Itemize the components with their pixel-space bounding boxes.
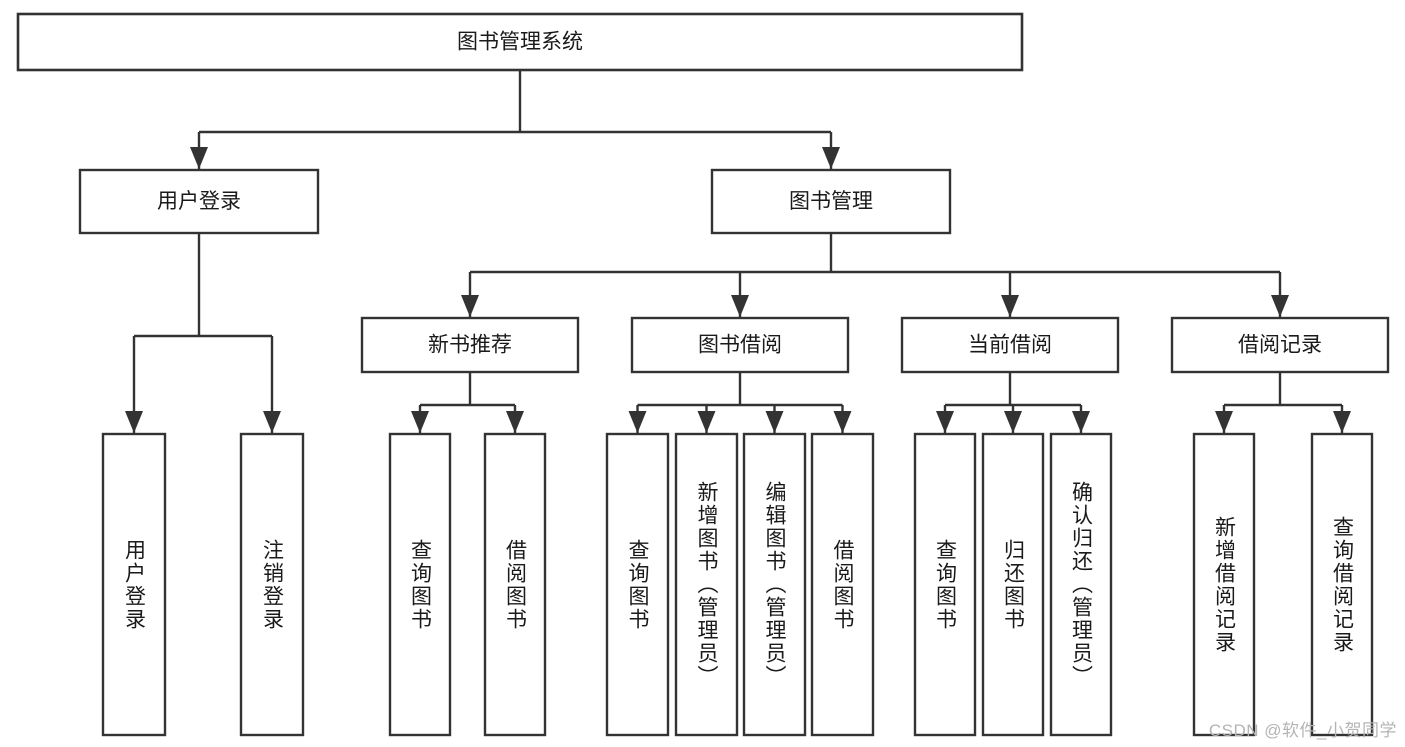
- node-box-borrow-record[interactable]: [1170, 316, 1390, 374]
- node-box-bb-edit-book[interactable]: [742, 432, 807, 737]
- arrow-head-icon: [190, 147, 208, 169]
- connectors-layer: [125, 70, 1351, 433]
- node-box-book-management[interactable]: [710, 168, 952, 235]
- node-label-book-management: 图书管理: [789, 190, 873, 213]
- node-label-root: 图书管理系统: [457, 31, 583, 54]
- arrow-head-icon: [1001, 295, 1019, 317]
- node-box-root[interactable]: [16, 12, 1024, 72]
- node-box-cb-query-book[interactable]: [913, 432, 977, 737]
- arrow-head-icon: [731, 295, 749, 317]
- boxes-layer: [16, 12, 1390, 737]
- node-box-new-book-recommend[interactable]: [360, 316, 580, 374]
- node-box-user-login-leaf[interactable]: [101, 432, 167, 737]
- arrow-head-icon: [506, 411, 524, 433]
- node-box-bb-borrow-book[interactable]: [810, 432, 875, 737]
- node-box-user-logout-leaf[interactable]: [239, 432, 305, 737]
- node-box-book-borrow[interactable]: [630, 316, 850, 374]
- node-box-br-add-record[interactable]: [1192, 432, 1256, 737]
- node-box-bb-add-book[interactable]: [674, 432, 739, 737]
- node-box-br-query-record[interactable]: [1310, 432, 1374, 737]
- arrow-head-icon: [697, 411, 716, 433]
- arrow-head-icon: [1215, 411, 1233, 433]
- arrow-head-icon: [1271, 295, 1289, 317]
- arrow-head-icon: [125, 411, 143, 433]
- arrow-head-icon: [263, 411, 281, 433]
- arrow-head-icon: [765, 411, 784, 433]
- arrow-head-icon: [822, 147, 840, 169]
- arrow-head-icon: [1004, 411, 1022, 433]
- arrow-head-icon: [1072, 411, 1090, 433]
- arrow-head-icon: [1333, 411, 1351, 433]
- node-label-current-borrow: 当前借阅: [968, 334, 1052, 357]
- arrow-head-icon: [833, 411, 852, 433]
- node-label-borrow-record: 借阅记录: [1238, 334, 1322, 357]
- node-box-cb-return-book[interactable]: [981, 432, 1045, 737]
- arrow-head-icon: [461, 295, 479, 317]
- node-box-current-borrow[interactable]: [900, 316, 1120, 374]
- node-label-new-book-recommend: 新书推荐: [428, 334, 512, 357]
- arrow-head-icon: [411, 411, 429, 433]
- watermark-text: CSDN @软件_小贺同学: [1208, 721, 1397, 740]
- node-label-user-login: 用户登录: [157, 190, 241, 213]
- arrow-head-icon: [936, 411, 954, 433]
- node-box-nbr-query-book[interactable]: [388, 432, 452, 737]
- node-box-nbr-borrow-book[interactable]: [483, 432, 547, 737]
- arrow-head-icon: [628, 411, 647, 433]
- node-box-user-login[interactable]: [78, 168, 320, 235]
- node-box-bb-query-book[interactable]: [605, 432, 670, 737]
- node-label-book-borrow: 图书借阅: [698, 334, 782, 357]
- node-box-cb-confirm-return[interactable]: [1049, 432, 1113, 737]
